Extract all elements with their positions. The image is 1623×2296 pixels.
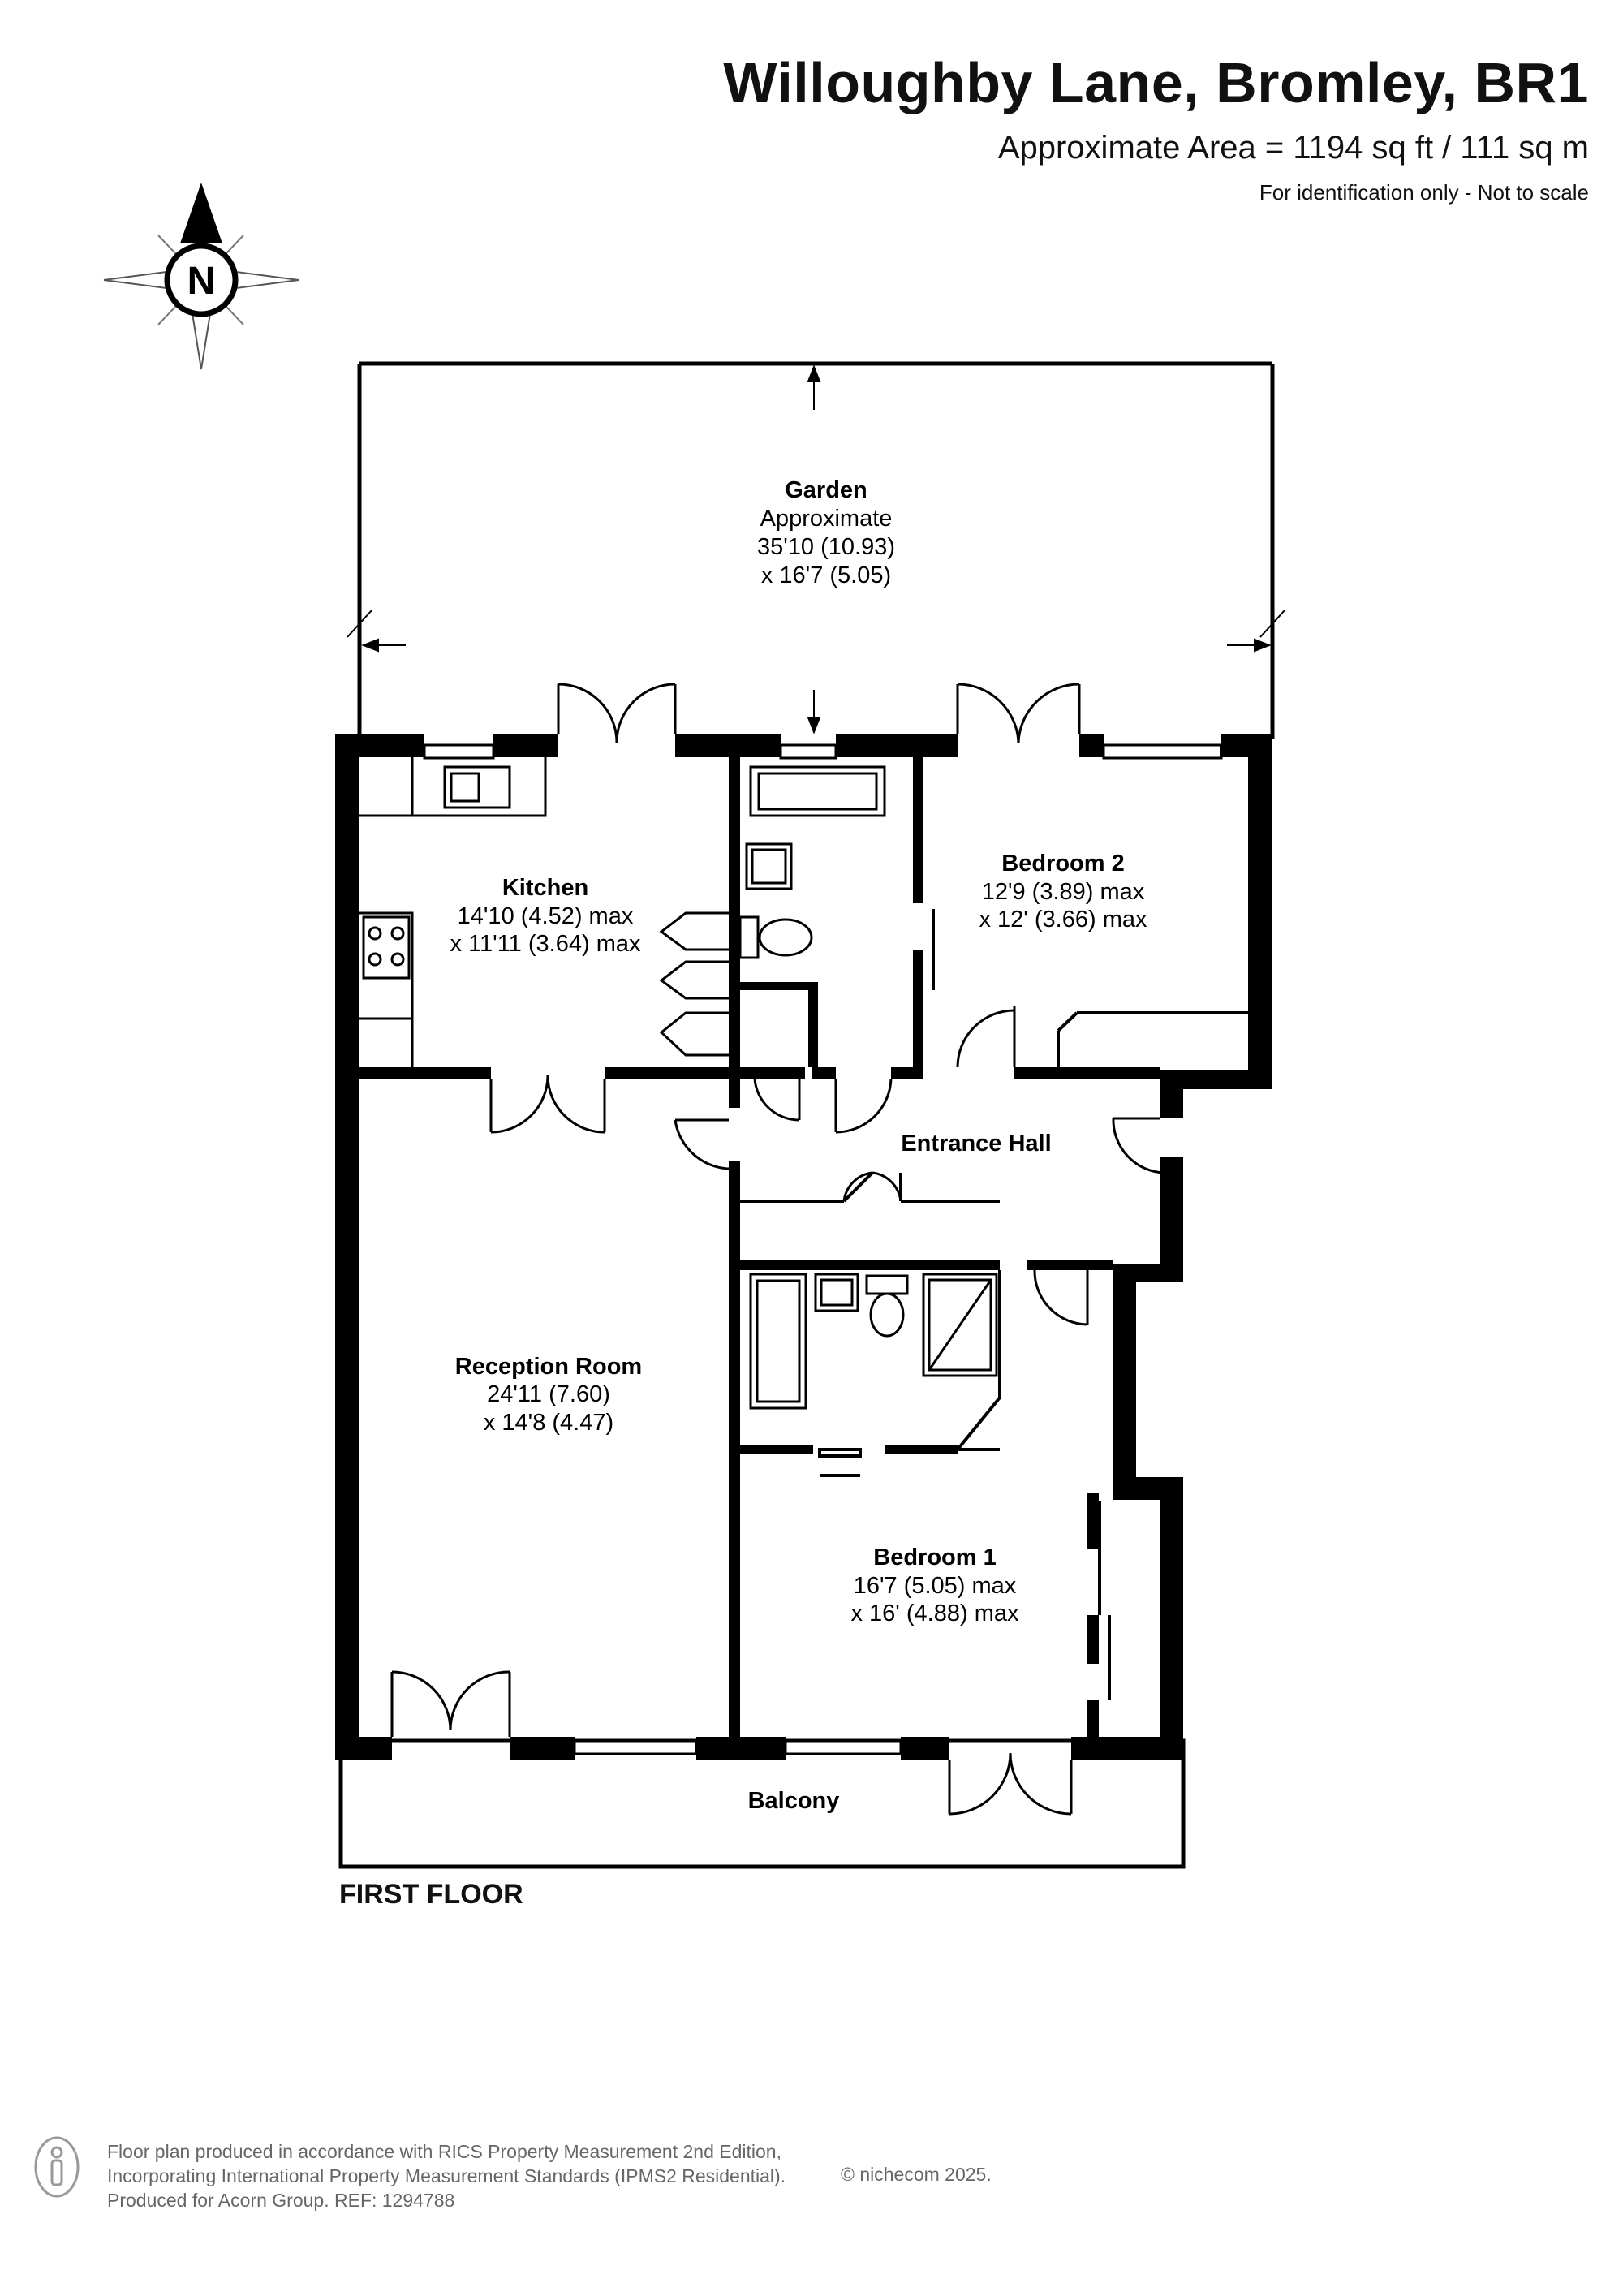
approximate-area: Approximate Area = 1194 sq ft / 111 sq m (997, 130, 1589, 166)
balcony-area (338, 1738, 1186, 1869)
footer-brand: © nichecom 2025. (841, 2164, 992, 2185)
compass-label: N (187, 260, 216, 303)
bedroom-1-dim-1: 16'7 (5.05) max (854, 1573, 1017, 1599)
bedroom-2-dim-2: x 12' (3.66) max (979, 907, 1147, 933)
reception-room-label: Reception Room (455, 1354, 642, 1380)
garden-dim-1: Approximate (760, 506, 893, 532)
footer-text: Floor plan produced in accordance with R… (107, 2139, 786, 2212)
footer-line-2: Incorporating International Property Mea… (107, 2165, 786, 2186)
measurement-person-icon (34, 2136, 80, 2198)
kitchen-dim-2: x 11'11 (3.64) max (450, 931, 641, 957)
bedroom-2-dim-1: 12'9 (3.89) max (982, 879, 1145, 905)
garden-area (357, 361, 1275, 739)
balcony-label: Balcony (748, 1788, 840, 1814)
property-title: Willoughby Lane, Bromley, BR1 (723, 51, 1589, 114)
north-compass-icon: N (103, 183, 299, 370)
kitchen-fixtures (359, 757, 729, 1067)
kitchen-label: Kitchen (502, 875, 588, 901)
interior-lines (740, 909, 1248, 1700)
footer-line-3: Produced for Acorn Group. REF: 1294788 (107, 2190, 455, 2211)
bathroom-fixtures (738, 765, 998, 1410)
footer-line-1: Floor plan produced in accordance with R… (107, 2141, 781, 2162)
scale-note: For identification only - Not to scale (1259, 180, 1589, 205)
basin-icon (814, 1273, 859, 1312)
bedroom-1-label: Bedroom 1 (873, 1544, 996, 1570)
doors (390, 683, 1165, 1816)
bedroom-2-label: Bedroom 2 (1001, 851, 1124, 877)
reception-room-dim-1: 24'11 (7.60) (487, 1381, 610, 1407)
bath-icon (749, 765, 886, 817)
basin-icon (745, 842, 793, 890)
garden-dim-3: x 16'7 (5.05) (761, 562, 891, 588)
hob-icon (362, 915, 411, 980)
toilet-icon (869, 1292, 905, 1338)
dimension-arrows (347, 364, 1285, 734)
floor-label: FIRST FLOOR (339, 1879, 523, 1910)
shower-icon (922, 1273, 998, 1377)
room-labels: Garden Approximate 35'10 (10.93) x 16'7 … (450, 477, 1147, 1814)
garden-dim-2: 35'10 (10.93) (757, 534, 895, 560)
garden-label: Garden (785, 477, 867, 503)
reception-room-dim-2: x 14'8 (4.47) (484, 1410, 613, 1436)
sink-icon (443, 765, 511, 809)
toilet-icon (758, 918, 813, 957)
bath-icon (749, 1273, 807, 1410)
entrance-hall-label: Entrance Hall (901, 1131, 1051, 1157)
kitchen-dim-1: 14'10 (4.52) max (458, 903, 634, 929)
bedroom-1-dim-2: x 16' (4.88) max (850, 1600, 1019, 1626)
